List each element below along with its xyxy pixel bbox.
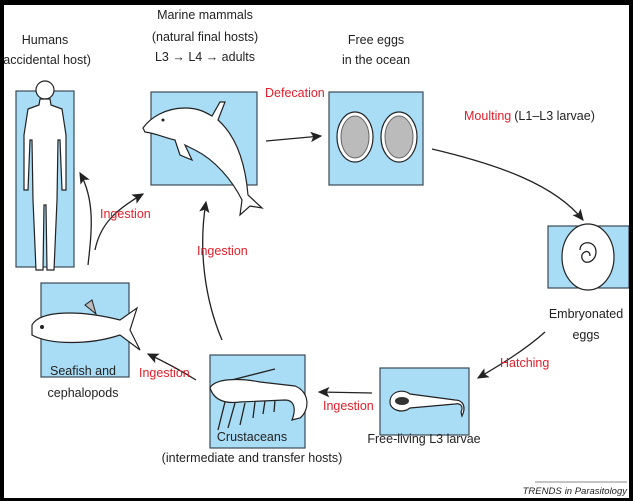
crustaceans-label: Crustaceans [217,430,287,444]
free-eggs-sublabel: in the ocean [342,53,410,67]
free-eggs-stage: Free eggs in the ocean [328,33,424,186]
journal-suffix: in Parasitology [565,486,629,497]
marine-mammals-stage: Marine mammals (natural final hosts) L3 … [142,8,264,217]
marine-mammals-sublabel: (natural final hosts) [152,30,258,44]
humans-stage: Humans (accidental host) [4,33,91,271]
journal-name: TRENDS [523,486,563,497]
embryonated-eggs-sublabel: eggs [572,328,599,342]
crustaceans-sublabel: (intermediate and transfer hosts) [162,451,343,465]
arrow-ingestion-crustacean-fish [146,353,197,381]
shrimp-icon [209,368,308,431]
seafish-stage: Seafish and cephalopods [31,282,141,400]
diagram-svg: Humans (accidental host) Marine mammals … [4,8,629,497]
human-figure-icon [23,80,67,271]
marine-mammals-stages: L3 → L4 → adults [155,50,255,64]
crustaceans-stage: Crustaceans (intermediate and transfer h… [162,354,343,465]
ingestion-crustacean-label: Ingestion [139,366,190,380]
defecation-label: Defecation [265,86,325,100]
seafish-label: Seafish and [50,364,116,378]
arrow-ingestion-fish-human [79,171,92,266]
humans-label: Humans [22,33,69,47]
lifecycle-diagram: Humans (accidental host) Marine mammals … [4,5,629,498]
dolphin-icon [142,101,264,217]
embryonated-eggs-stage: Embryonated eggs [547,223,629,342]
dolphin-eye [161,118,165,122]
moulting-label: Moulting(L1–L3 larvae) [464,109,595,123]
egg-icon [336,111,374,163]
ingestion-larvae-label: Ingestion [323,399,374,413]
larva-icon [389,390,465,418]
fish-icon [31,299,141,351]
cycle-arrows [79,131,584,398]
arrow-hatching [476,331,546,379]
embryonated-eggs-label: Embryonated [549,307,623,321]
egg-icon [380,111,418,163]
moulting-text: Moulting [464,109,511,123]
marine-mammals-label: Marine mammals [157,8,253,22]
larva-body [395,397,409,405]
arrow-ingestion-crustacean-mammal [199,200,223,341]
ingestion-crustacean-mammal-label: Ingestion [197,244,248,258]
embryonated-egg-icon [561,223,615,291]
hatching-label: Hatching [500,356,549,370]
moulting-note: (L1–L3 larvae) [514,109,595,123]
larvae-label: Free-living L3 larvae [367,432,480,446]
ingestion-fish-label: Ingestion [100,207,151,221]
arrow-ingestion-larvae [317,386,373,398]
arrow-moulting [431,148,584,222]
larvae-stage: Free-living L3 larvae [367,367,481,446]
humans-sublabel: (accidental host) [4,53,91,67]
seafish-sublabel: cephalopods [48,386,119,400]
arrow-ingestion-fish-mammal [94,193,145,251]
arrow-defecation [265,131,323,143]
free-eggs-label: Free eggs [348,33,404,47]
